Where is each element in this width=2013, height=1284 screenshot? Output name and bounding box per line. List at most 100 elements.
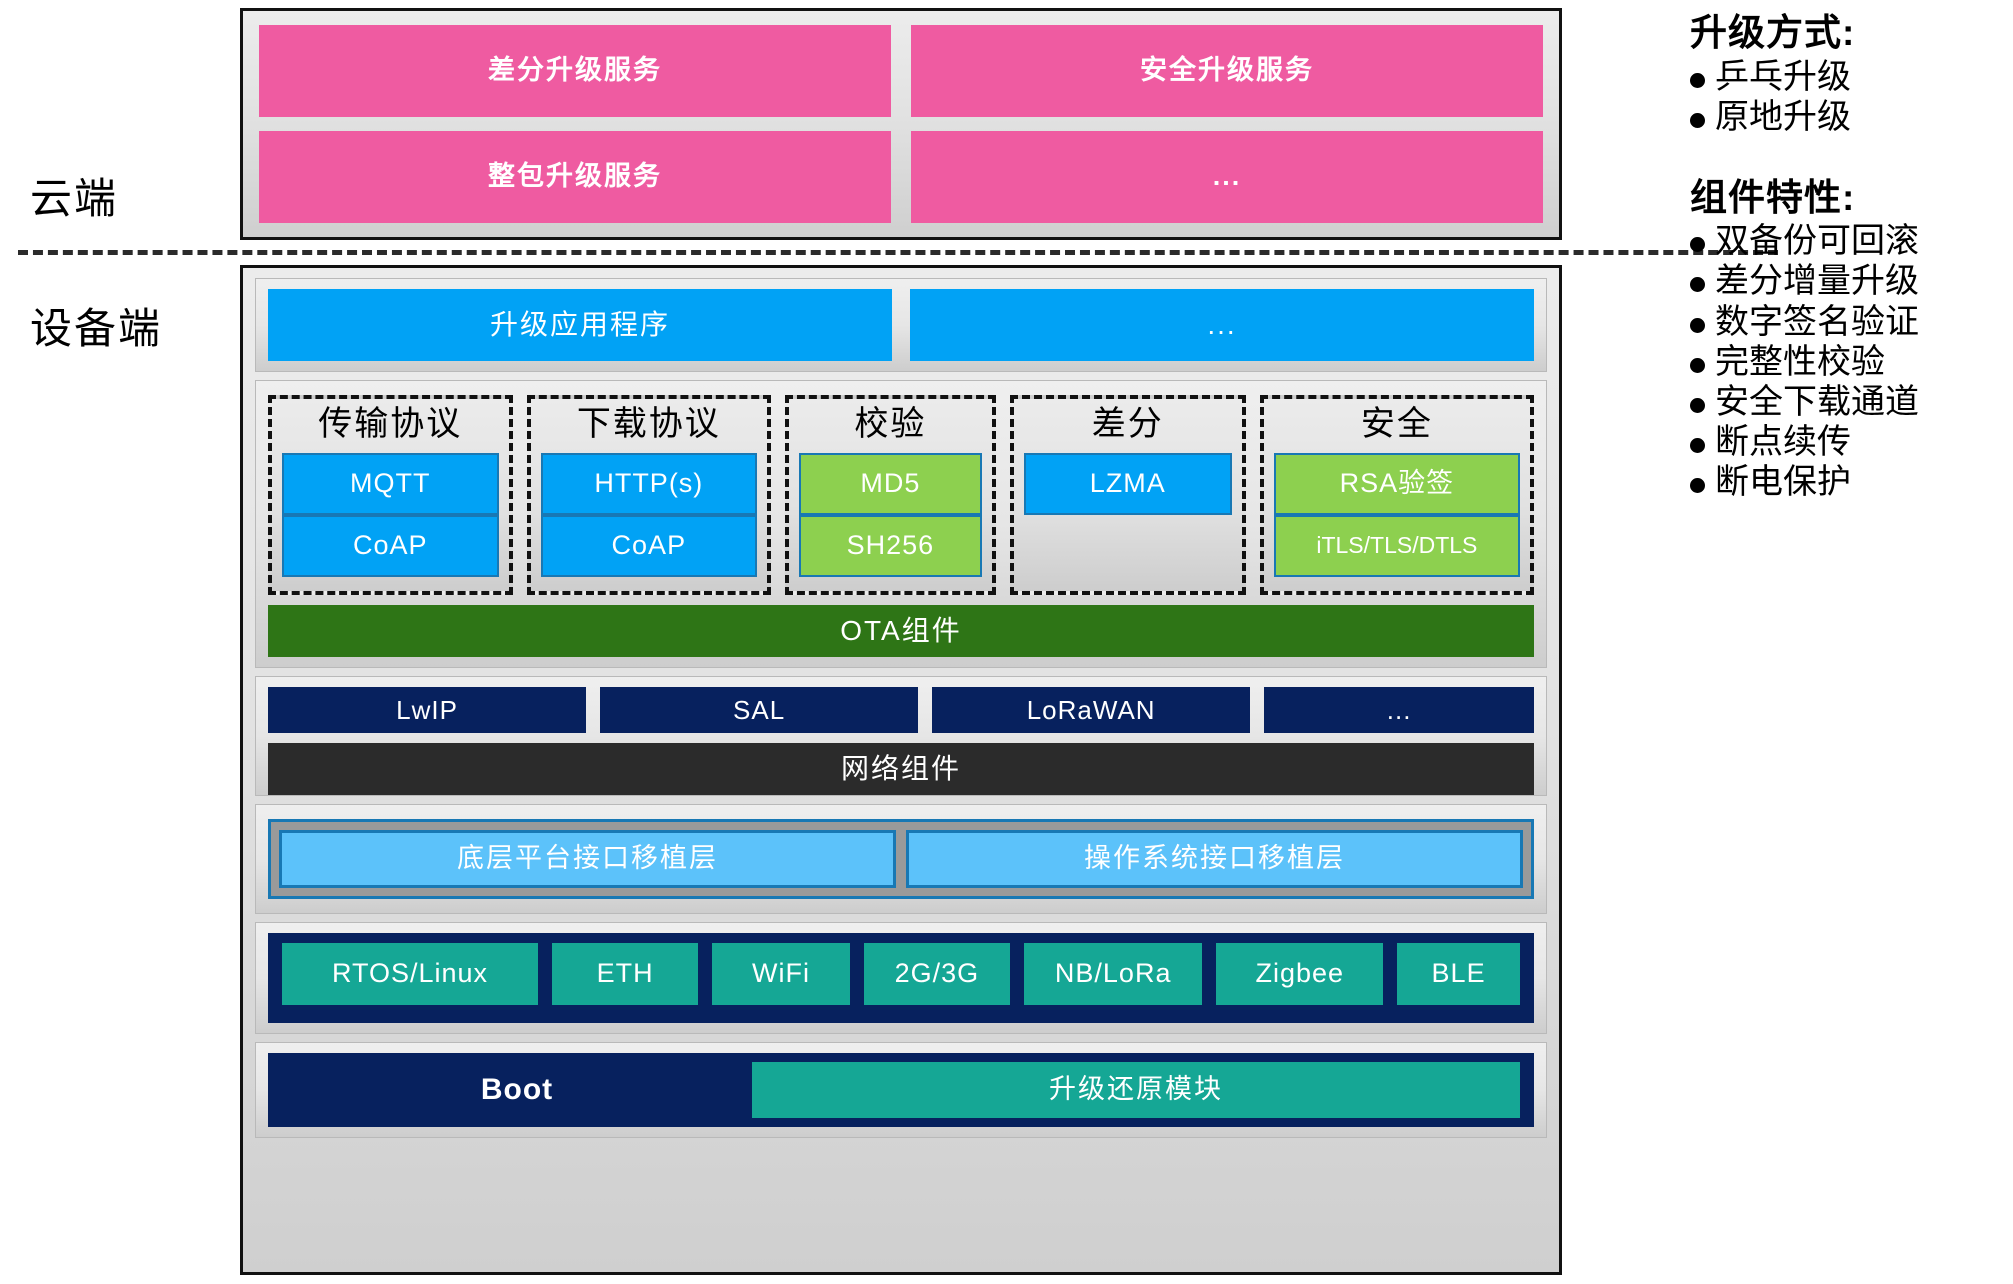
cloud-service-block[interactable]: 安全升级服务 — [911, 25, 1543, 117]
app-block-upgrade-application[interactable]: 升级应用程序 — [268, 289, 892, 361]
note-item-label: 断电保护 — [1715, 462, 1851, 501]
porting-layer-os-interface[interactable]: 操作系统接口移植层 — [906, 830, 1523, 888]
device-panel: 升级应用程序 ... 传输协议 MQTT CoAP 下载协议 HTTP(s) C… — [240, 265, 1562, 1275]
boot-upgrade-restore-module[interactable]: 升级还原模块 — [752, 1062, 1520, 1118]
network-stack-row: LwIP SAL LoRaWAN ... — [268, 687, 1534, 733]
capability-item-tls[interactable]: iTLS/TLS/DTLS — [1273, 515, 1520, 577]
group-title: 传输协议 — [318, 405, 463, 443]
bullet-icon — [1690, 437, 1705, 453]
side-label-device: 设备端 — [30, 305, 163, 352]
note-item-label: 断点续传 — [1715, 422, 1851, 461]
capability-item-sh256[interactable]: SH256 — [799, 515, 982, 577]
note-item: 完整性校验 — [1690, 342, 2000, 382]
capability-item-coap[interactable]: CoAP — [540, 515, 758, 577]
network-block-lwip[interactable]: LwIP — [268, 687, 587, 733]
cloud-service-block[interactable]: 整包升级服务 — [259, 131, 891, 223]
ota-capability-groups: 传输协议 MQTT CoAP 下载协议 HTTP(s) CoAP 校验 MD5 — [256, 381, 1546, 605]
bullet-icon — [1690, 317, 1705, 333]
notes-list-component-features: 双备份可回滚 差分增量升级 数字签名验证 完整性校验 安全下载通道 断点续传 断… — [1690, 221, 2000, 502]
network-block-lorawan[interactable]: LoRaWAN — [932, 687, 1251, 733]
boot-band: Boot 升级还原模块 — [268, 1053, 1534, 1127]
note-item-label: 数字签名验证 — [1715, 302, 1919, 341]
ota-component-subpanel: 传输协议 MQTT CoAP 下载协议 HTTP(s) CoAP 校验 MD5 — [255, 380, 1547, 668]
cloud-service-row: 整包升级服务 ... — [259, 131, 1543, 223]
porting-layer-platform-interface[interactable]: 底层平台接口移植层 — [279, 830, 896, 888]
application-layer-subpanel: 升级应用程序 ... — [255, 278, 1547, 372]
note-item-label: 乒乓升级 — [1715, 57, 1851, 96]
cloud-service-grid: 差分升级服务 安全升级服务 整包升级服务 ... — [259, 25, 1543, 223]
notes-group-component-features: 组件特性: 双备份可回滚 差分增量升级 数字签名验证 完整性校验 安全下载通道 … — [1690, 177, 2000, 502]
application-layer-row: 升级应用程序 ... — [268, 289, 1534, 361]
group-items: MD5 SH256 — [799, 453, 982, 577]
capability-item-https[interactable]: HTTP(s) — [540, 453, 758, 515]
bullet-icon — [1690, 112, 1705, 128]
group-title: 差分 — [1091, 405, 1164, 443]
boot-subpanel: Boot 升级还原模块 — [255, 1042, 1547, 1138]
group-items: LZMA — [1023, 453, 1232, 515]
group-title: 安全 — [1360, 405, 1433, 443]
bullet-icon — [1690, 277, 1705, 293]
porting-layer-container: 底层平台接口移植层 操作系统接口移植层 — [268, 819, 1534, 899]
note-item: 断点续传 — [1690, 422, 2000, 462]
note-item-label: 差分增量升级 — [1715, 262, 1919, 301]
capability-group-security: 安全 RSA验签 iTLS/TLS/DTLS — [1259, 395, 1534, 595]
notes-group-upgrade-mode: 升级方式: 乒乓升级 原地升级 — [1690, 12, 2000, 137]
network-component-band[interactable]: 网络组件 — [268, 743, 1534, 795]
side-label-cloud: 云端 — [30, 175, 119, 222]
capability-item-mqtt[interactable]: MQTT — [282, 453, 499, 515]
app-block-more[interactable]: ... — [910, 289, 1534, 361]
capability-item-md5[interactable]: MD5 — [799, 453, 982, 515]
hardware-block-wifi[interactable]: WiFi — [712, 943, 850, 1005]
hardware-block-nb-lora[interactable]: NB/LoRa — [1023, 943, 1203, 1005]
capability-item-lzma[interactable]: LZMA — [1023, 453, 1232, 515]
cloud-device-divider — [18, 250, 1778, 255]
capability-item-coap[interactable]: CoAP — [282, 515, 499, 577]
notes-panel: 升级方式: 乒乓升级 原地升级 组件特性: 双备份可回滚 差分增量升级 数字签名… — [1690, 12, 2000, 520]
note-item-label: 完整性校验 — [1715, 342, 1885, 381]
bullet-icon — [1690, 357, 1705, 373]
hardware-block-zigbee[interactable]: Zigbee — [1216, 943, 1384, 1005]
hardware-subpanel: RTOS/Linux ETH WiFi 2G/3G NB/LoRa Zigbee… — [255, 922, 1547, 1034]
boot-label: Boot — [480, 1073, 554, 1106]
bullet-icon — [1690, 237, 1705, 253]
notes-heading-component-features: 组件特性: — [1690, 176, 1856, 218]
group-title: 校验 — [854, 405, 927, 443]
network-subpanel: LwIP SAL LoRaWAN ... 网络组件 — [255, 676, 1547, 796]
bullet-icon — [1690, 397, 1705, 413]
note-item: 乒乓升级 — [1690, 57, 2000, 97]
porting-layer-subpanel: 底层平台接口移植层 操作系统接口移植层 — [255, 804, 1547, 914]
note-item-label: 安全下载通道 — [1715, 382, 1919, 421]
note-item: 断电保护 — [1690, 462, 2000, 502]
note-item-label: 原地升级 — [1715, 97, 1851, 136]
note-item: 差分增量升级 — [1690, 261, 2000, 301]
ota-component-band[interactable]: OTA组件 — [268, 605, 1534, 657]
hardware-block-rtos-linux[interactable]: RTOS/Linux — [282, 943, 538, 1005]
network-block-sal[interactable]: SAL — [600, 687, 919, 733]
hardware-band: RTOS/Linux ETH WiFi 2G/3G NB/LoRa Zigbee… — [268, 933, 1534, 1023]
capability-item-rsa-signature[interactable]: RSA验签 — [1273, 453, 1520, 515]
note-item: 数字签名验证 — [1690, 302, 2000, 342]
notes-heading-upgrade-mode: 升级方式: — [1690, 12, 1856, 53]
note-item-label: 双备份可回滚 — [1715, 222, 1919, 261]
hardware-block-ble[interactable]: BLE — [1397, 943, 1520, 1005]
cloud-service-block[interactable]: ... — [911, 131, 1543, 223]
cloud-service-block[interactable]: 差分升级服务 — [259, 25, 891, 117]
notes-list-upgrade-mode: 乒乓升级 原地升级 — [1690, 57, 2000, 137]
hardware-block-2g-3g[interactable]: 2G/3G — [863, 943, 1010, 1005]
note-item: 双备份可回滚 — [1690, 221, 2000, 261]
note-item: 安全下载通道 — [1690, 382, 2000, 422]
capability-group-differential: 差分 LZMA — [1009, 395, 1246, 595]
hardware-block-eth[interactable]: ETH — [551, 943, 699, 1005]
capability-group-verification: 校验 MD5 SH256 — [785, 395, 996, 595]
capability-group-download-protocol: 下载协议 HTTP(s) CoAP — [526, 395, 772, 595]
group-items: RSA验签 iTLS/TLS/DTLS — [1273, 453, 1520, 577]
group-title: 下载协议 — [576, 405, 721, 443]
bullet-icon — [1690, 72, 1705, 88]
bullet-icon — [1690, 477, 1705, 493]
cloud-service-row: 差分升级服务 安全升级服务 — [259, 25, 1543, 117]
network-block-more[interactable]: ... — [1264, 687, 1534, 733]
capability-group-transport-protocol: 传输协议 MQTT CoAP — [268, 395, 513, 595]
cloud-panel: 差分升级服务 安全升级服务 整包升级服务 ... — [240, 8, 1562, 240]
note-item: 原地升级 — [1690, 97, 2000, 137]
group-items: HTTP(s) CoAP — [540, 453, 758, 577]
